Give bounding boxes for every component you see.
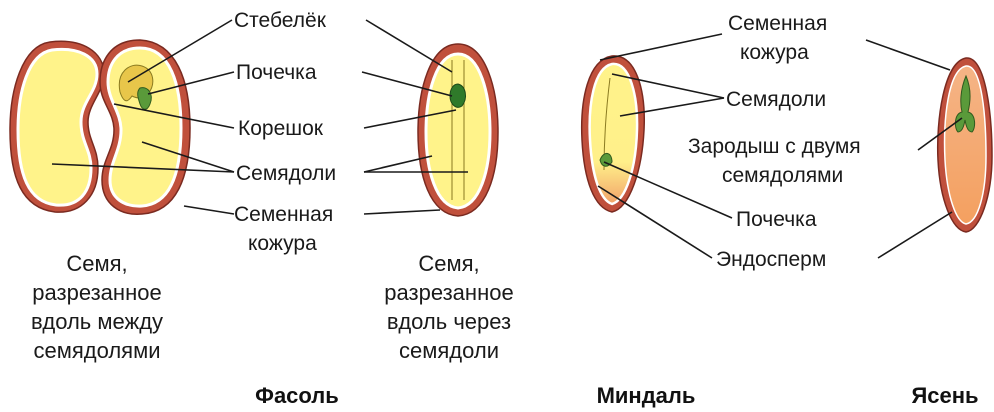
label-seed-coat-1: Семенная [234, 203, 333, 226]
label-almond-seed-coat-1: Семенная [728, 12, 827, 35]
title-bean: Фасоль [255, 383, 339, 408]
label-almond-cotyledons: Семядоли [726, 88, 826, 111]
label-stem: Стебелёк [234, 9, 327, 32]
bean-section-bud [450, 84, 465, 107]
ash-seed [938, 58, 992, 232]
caption-left-line: вдоль между [31, 309, 163, 334]
title-ash: Ясень [911, 383, 978, 408]
label-bud: Почечка [236, 61, 317, 84]
label-cotyledons: Семядоли [236, 162, 336, 185]
caption-left: Семя, разрезанное вдоль между семядолями [31, 251, 163, 363]
caption-left-line: разрезанное [32, 280, 161, 305]
title-almond: Миндаль [597, 383, 696, 408]
label-embryo-2: семядолями [722, 164, 843, 187]
caption-right-line: семядоли [399, 338, 499, 363]
bean-seed-section [418, 44, 498, 216]
label-almond-bud: Почечка [736, 208, 817, 231]
caption-left-line: Семя, [66, 251, 127, 276]
label-root: Корешок [238, 117, 324, 140]
caption-right: Семя, разрезанное вдоль через семядоли [384, 251, 513, 363]
caption-right-line: вдоль через [387, 309, 511, 334]
bean-seed-open [10, 40, 190, 214]
label-seed-coat-2: кожура [248, 232, 317, 255]
caption-left-line: семядолями [33, 338, 160, 363]
bean-section-inner [426, 54, 490, 208]
label-embryo-1: Зародыш с двумя [688, 135, 861, 158]
caption-right-line: Семя, [418, 251, 479, 276]
label-almond-seed-coat-2: кожура [740, 41, 809, 64]
label-endosperm: Эндосперм [716, 248, 826, 271]
caption-right-line: разрезанное [384, 280, 513, 305]
